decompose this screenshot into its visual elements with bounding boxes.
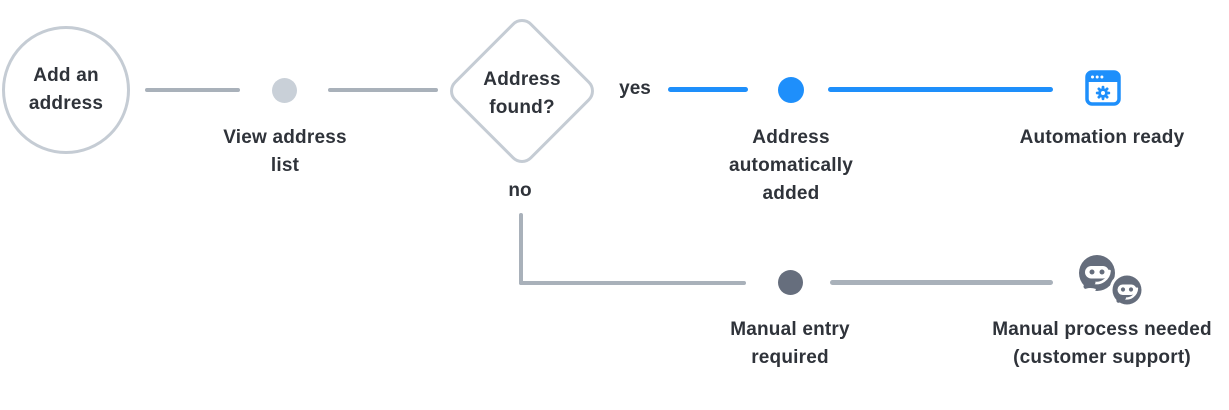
edge-no-horizontal xyxy=(519,281,746,285)
manual-entry-label: Manual entry required xyxy=(680,316,900,372)
manual-entry-line2: required xyxy=(751,347,829,368)
edge-manualentry-to-support xyxy=(830,280,1053,285)
browser-settings-icon xyxy=(1085,70,1121,106)
edge-viewlist-to-decision xyxy=(328,88,438,92)
decision-label-line2: found? xyxy=(489,97,555,118)
decision-label-line1: Address xyxy=(483,69,561,90)
address-auto-added-line1: Address xyxy=(752,127,830,148)
manual-process-line1: Manual process needed xyxy=(992,319,1212,340)
address-auto-added-label: Address automatically added xyxy=(681,124,901,208)
address-auto-added-line2: automatically xyxy=(728,155,854,176)
view-address-list-label-line1: View address xyxy=(223,127,347,148)
view-address-list-label: View address list xyxy=(175,124,395,180)
address-auto-added-line3: added xyxy=(762,183,820,204)
yes-branch-label: yes xyxy=(619,78,651,99)
customer-support-agents-icon xyxy=(1074,251,1148,309)
edge-yes-to-autoadded xyxy=(668,87,748,92)
automation-ready-label-line1: Automation ready xyxy=(1019,127,1185,148)
start-node-label-line1: Add an xyxy=(33,65,99,86)
start-node-add-address: Add an address xyxy=(2,26,130,154)
manual-process-line2: (customer support) xyxy=(1013,347,1191,368)
start-node-label-line2: address xyxy=(28,93,104,114)
support-agent-1 xyxy=(1076,255,1115,303)
edge-no-vertical xyxy=(519,213,523,285)
start-node-label: Add an address xyxy=(29,62,103,118)
manual-process-label: Manual process needed (customer support) xyxy=(972,316,1229,372)
support-agent-2 xyxy=(1109,272,1145,308)
automation-ready-label: Automation ready xyxy=(1002,124,1202,152)
edge-autoadded-to-automation xyxy=(828,87,1053,92)
decision-node-label: Address found? xyxy=(452,66,592,122)
step-dot-view-address-list xyxy=(272,78,297,103)
step-dot-manual-entry xyxy=(778,270,803,295)
view-address-list-label-line2: list xyxy=(270,155,300,176)
manual-entry-line1: Manual entry xyxy=(730,319,850,340)
no-branch-label: no xyxy=(508,180,532,201)
edge-start-to-viewlist xyxy=(145,88,240,92)
step-dot-address-auto-added xyxy=(778,77,804,103)
